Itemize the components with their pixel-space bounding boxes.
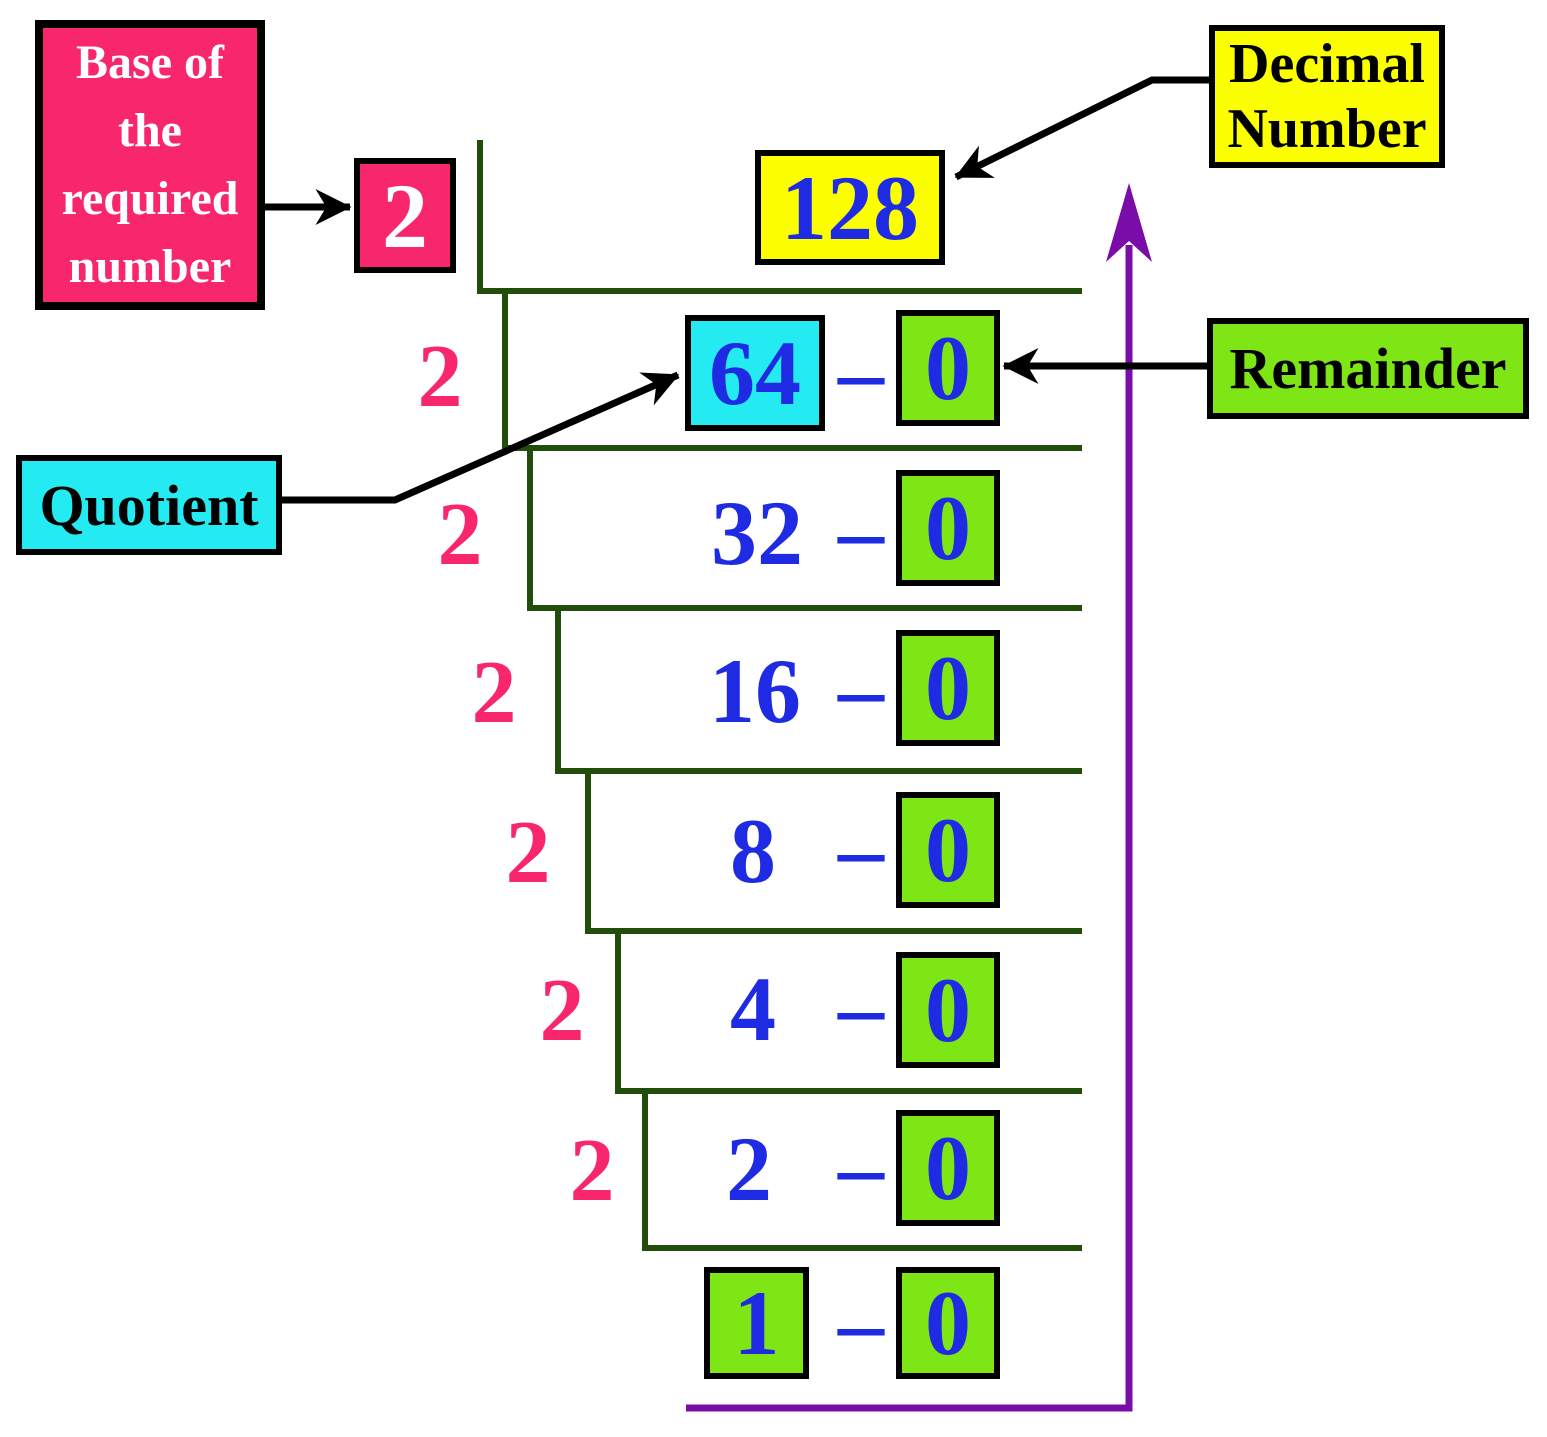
result-direction-arrowhead bbox=[1106, 183, 1152, 262]
dash: – bbox=[838, 798, 884, 900]
base-value-box: 2 bbox=[354, 158, 456, 273]
remainder-value-box: 0 bbox=[896, 310, 1000, 426]
dash: – bbox=[838, 1116, 884, 1218]
decimal-number-label-box: Decimal Number bbox=[1209, 25, 1445, 168]
divisor: 2 bbox=[539, 961, 585, 1060]
quotient-value: 16 bbox=[709, 640, 801, 742]
base-label-box: Base of the required number bbox=[35, 20, 265, 310]
quotient-value: 32 bbox=[711, 482, 803, 584]
divisor: 2 bbox=[437, 485, 483, 584]
divisor: 2 bbox=[471, 643, 517, 742]
quotient-value-box: 64 bbox=[685, 315, 825, 431]
remainder-value-box: 0 bbox=[896, 470, 1000, 586]
result-direction-arrow bbox=[686, 245, 1133, 1412]
remainder-value-box: 0 bbox=[896, 792, 1000, 908]
quotient-arrow bbox=[282, 371, 680, 504]
divisor: 2 bbox=[417, 327, 463, 426]
dash: – bbox=[838, 956, 884, 1058]
decimal-arrow bbox=[954, 76, 1209, 181]
dash: – bbox=[838, 1272, 884, 1374]
divisor: 2 bbox=[505, 803, 551, 902]
final-remainder-box: 0 bbox=[896, 1267, 1000, 1379]
decimal-value-box: 128 bbox=[755, 150, 945, 265]
quotient-value: 2 bbox=[726, 1118, 772, 1220]
remainder-value-box: 0 bbox=[896, 630, 1000, 746]
divisor: 2 bbox=[569, 1121, 615, 1220]
quotient-value: 4 bbox=[730, 958, 776, 1060]
remainder-label-box: Remainder bbox=[1207, 318, 1529, 419]
dash: – bbox=[838, 321, 884, 423]
quotient-value: 8 bbox=[730, 800, 776, 902]
final-quotient-box: 1 bbox=[704, 1267, 809, 1379]
dash: – bbox=[838, 480, 884, 582]
dash: – bbox=[838, 638, 884, 740]
remainder-value-box: 0 bbox=[896, 952, 1000, 1068]
quotient-label-box: Quotient bbox=[16, 455, 282, 555]
remainder-value-box: 0 bbox=[896, 1110, 1000, 1226]
